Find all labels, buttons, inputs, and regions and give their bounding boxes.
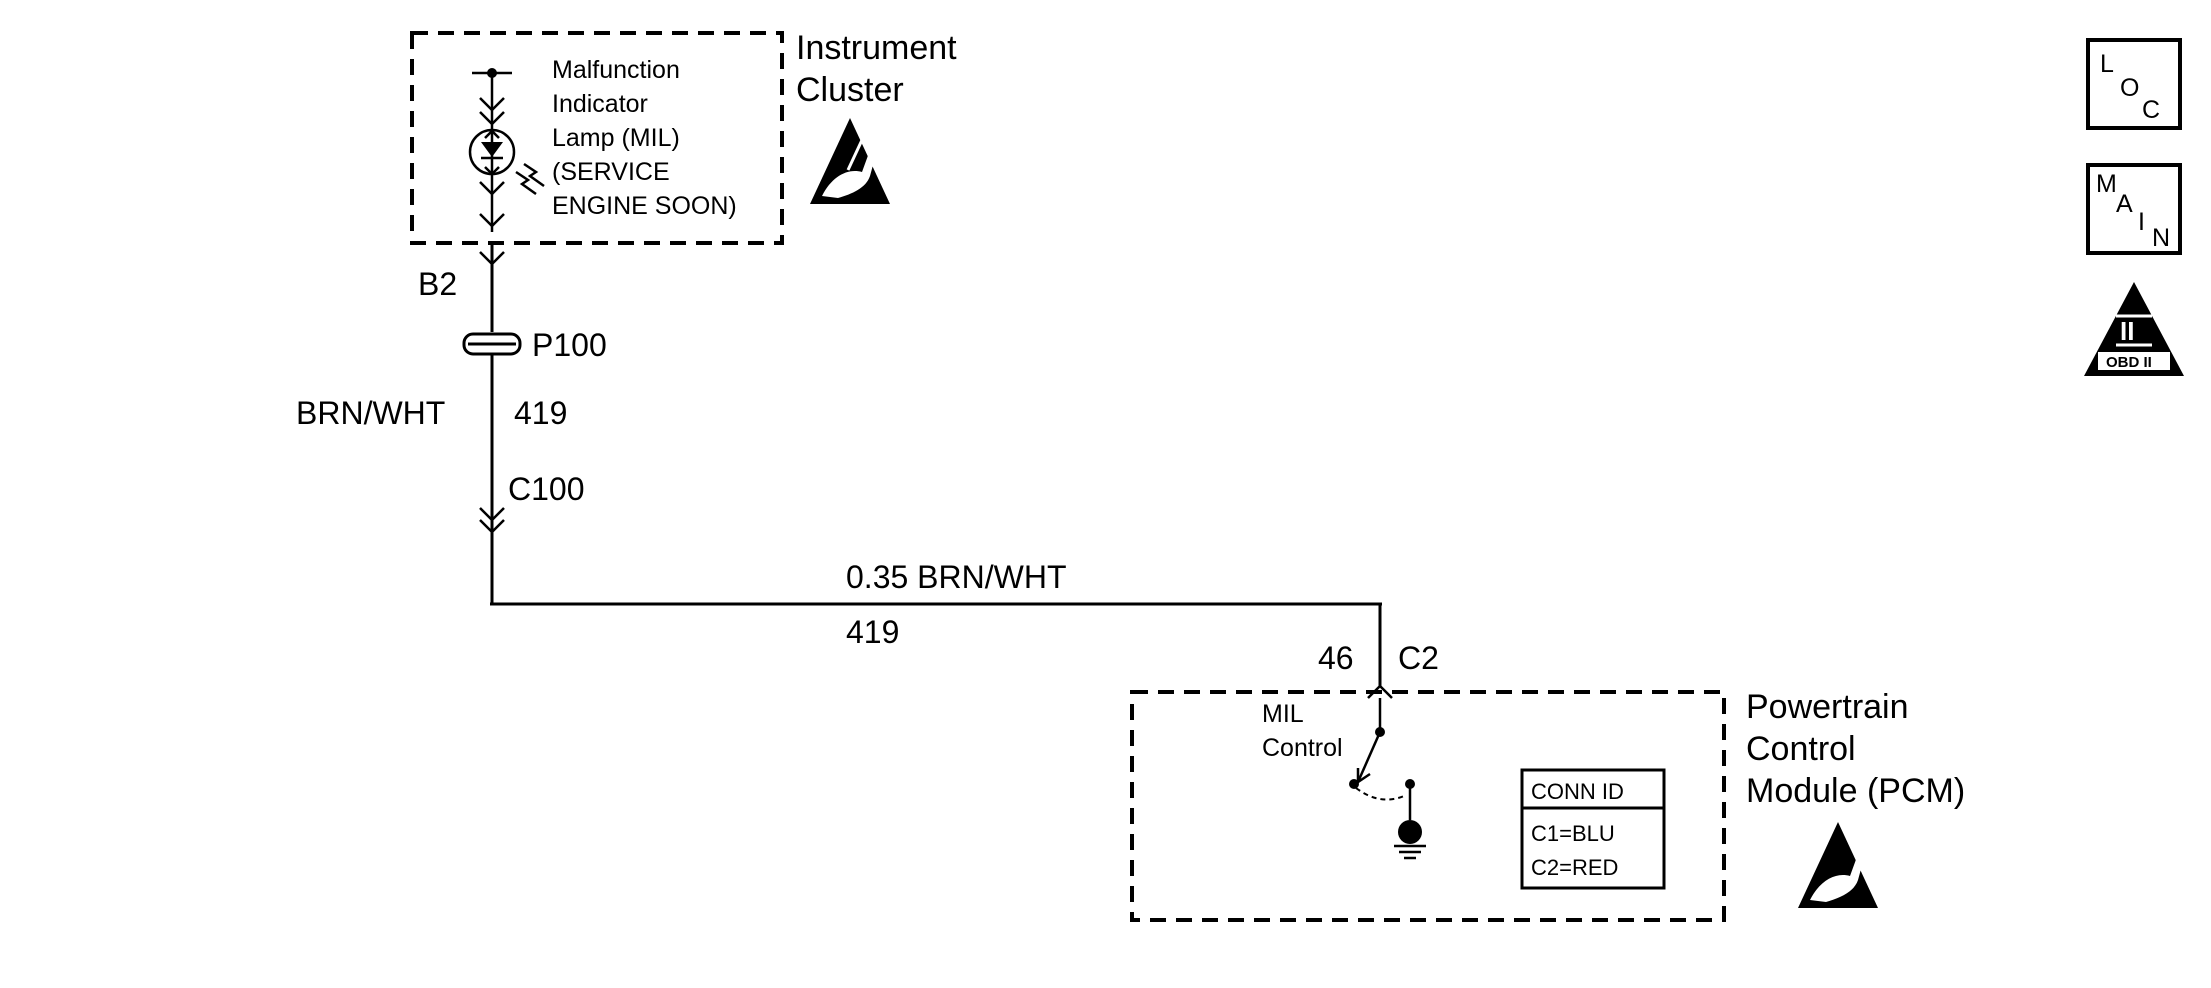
pcm-title-line3: Module (PCM) bbox=[1746, 772, 1965, 810]
pcm-title-line2: Control bbox=[1746, 730, 1856, 768]
instrument-cluster-boundary bbox=[410, 31, 784, 245]
mil-lamp-label-line5: ENGINE SOON) bbox=[552, 192, 737, 220]
passthrough-p100-icon bbox=[462, 332, 522, 356]
main-letter-m: M bbox=[2096, 170, 2117, 198]
mil-lamp-icon bbox=[468, 68, 545, 232]
instrument-cluster-title-line1: Instrument bbox=[796, 29, 957, 67]
conn-id-table: CONN ID C1=BLU C2=RED bbox=[1520, 768, 1666, 890]
esd-warning-icon bbox=[1798, 822, 1878, 908]
instrument-cluster-title-line2: Cluster bbox=[796, 71, 904, 109]
conn-id-header: CONN ID bbox=[1531, 779, 1624, 804]
mil-lamp-label-line4: (SERVICE bbox=[552, 158, 670, 186]
mil-lamp-label-line3: Lamp (MIL) bbox=[552, 124, 680, 152]
connector-b2-label: B2 bbox=[418, 266, 457, 302]
connector-c2-pin-label: 46 bbox=[1318, 640, 1354, 676]
circuit-419: B2 P100 BRN/WHT 419 C100 0.35 BRN/WHT 41… bbox=[296, 243, 1439, 699]
wire-color-lower: 0.35 BRN/WHT bbox=[846, 559, 1066, 595]
pcm-boundary bbox=[1130, 690, 1726, 922]
esd-warning-icon bbox=[810, 118, 890, 204]
loc-letter-o: O bbox=[2120, 74, 2139, 102]
mil-lamp-label-line1: Malfunction bbox=[552, 56, 680, 84]
conn-id-c2: C2=RED bbox=[1531, 855, 1618, 880]
loc-icon[interactable]: L O C bbox=[2086, 38, 2182, 130]
connector-c100-label: C100 bbox=[508, 471, 585, 507]
connector-c100-icon bbox=[479, 507, 505, 522]
main-letter-i: I bbox=[2138, 208, 2145, 236]
mil-control-label-line1: MIL bbox=[1262, 700, 1304, 728]
conn-id-c1: C1=BLU bbox=[1531, 821, 1615, 846]
mil-control-label-line2: Control bbox=[1262, 734, 1343, 762]
pcm-module: Powertrain Control Module (PCM) MIL Cont… bbox=[1130, 688, 1965, 922]
loc-letter-c: C bbox=[2142, 96, 2160, 124]
obd-label: OBD II bbox=[2106, 354, 2152, 371]
main-letter-a: A bbox=[2116, 190, 2133, 218]
wire-circuit-lower: 419 bbox=[846, 614, 899, 650]
instrument-cluster: Instrument Cluster Malfunction Indicator… bbox=[410, 29, 957, 245]
loc-letter-l: L bbox=[2100, 50, 2114, 78]
pcm-title-line1: Powertrain bbox=[1746, 688, 1909, 726]
wire-circuit-upper: 419 bbox=[514, 395, 567, 431]
obd-numeral: II bbox=[2120, 316, 2134, 346]
connector-c2-label: C2 bbox=[1398, 640, 1439, 676]
mil-lamp-label-line2: Indicator bbox=[552, 90, 648, 118]
main-letter-n: N bbox=[2152, 224, 2170, 252]
wire-color-upper: BRN/WHT bbox=[296, 395, 445, 431]
mil-control-switch-icon bbox=[1349, 698, 1426, 860]
passthrough-p100-label: P100 bbox=[532, 327, 607, 363]
obd-ii-icon[interactable]: II OBD II bbox=[2084, 282, 2184, 376]
main-icon[interactable]: M A I N bbox=[2086, 163, 2182, 255]
